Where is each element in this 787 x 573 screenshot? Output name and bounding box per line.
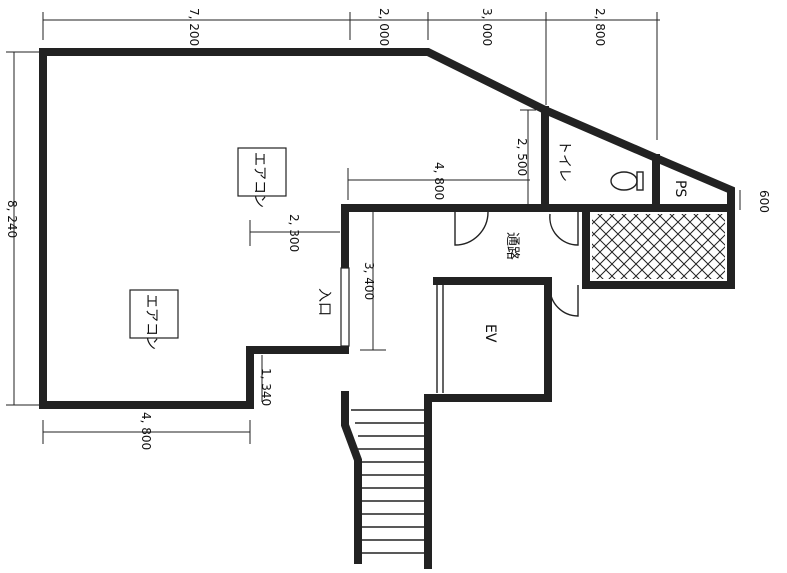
aircon-box-lower	[129, 289, 179, 339]
entrance-label: 入口	[316, 288, 332, 316]
dim-left-height: 8, 240	[5, 200, 19, 238]
toilet-label: トイレ	[556, 140, 572, 182]
aircon-box-upper	[237, 147, 287, 197]
dim-notch-depth: 2, 300	[287, 214, 301, 252]
stair-wall	[341, 391, 362, 564]
ev-room-wall	[424, 277, 552, 569]
hatched-shaft	[592, 214, 725, 279]
dim-ps-small: 600	[757, 190, 771, 213]
dim-step-small: 1, 340	[259, 368, 273, 406]
dim-mid-width: 4, 800	[432, 162, 446, 200]
dim-bottom-width: 4, 800	[139, 412, 153, 450]
toilet-fixture-icon	[610, 171, 638, 191]
dim-top-4: 2, 800	[593, 8, 607, 46]
door-swing-toilet[interactable]	[549, 212, 579, 246]
door-swing-corridor[interactable]	[454, 211, 489, 246]
dim-top-1: 7, 200	[187, 8, 201, 46]
aircon-label-upper: エアコン	[251, 152, 267, 208]
dim-top-3: 3, 000	[480, 8, 494, 46]
aircon-label-lower: エアコン	[143, 294, 159, 350]
main-room-wall	[39, 48, 735, 409]
ev-label: EV	[482, 324, 498, 343]
stairs	[351, 409, 426, 554]
dim-corridor-height: 3, 400	[362, 262, 376, 300]
corridor-label: 通路	[504, 232, 520, 260]
door-swing-ev[interactable]	[549, 285, 579, 317]
ps-label: PS	[672, 180, 688, 197]
entrance-door[interactable]	[340, 267, 350, 347]
dim-top-2: 2, 000	[377, 8, 391, 46]
dim-wc-depth: 2, 500	[515, 138, 529, 176]
toilet-tank-icon	[636, 171, 644, 191]
